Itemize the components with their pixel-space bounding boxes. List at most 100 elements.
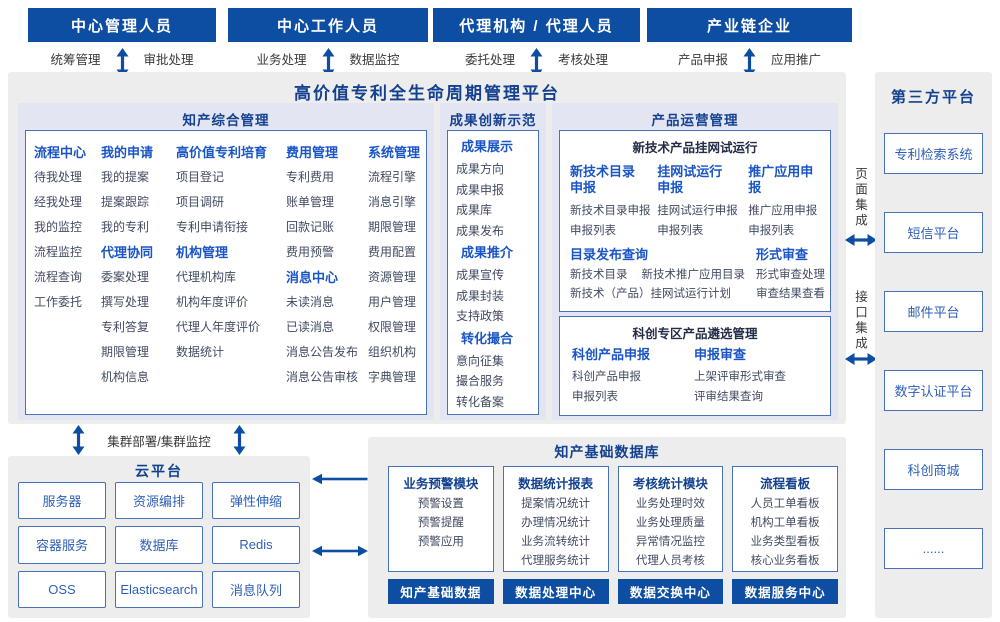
menu-entry: 异常情况监控 [635,536,705,548]
role-label-right: 审批处理 [143,53,194,67]
role-group: 代理机构 / 代理人员 委托处理 考核处理 [433,8,640,78]
subbox-title: 科创专区产品遴选管理 [632,327,758,341]
role-label-right: 应用推广 [771,53,822,67]
menu-entry: 数据统计 [176,345,225,359]
menu-column: 推广应用申报 推广应用申报申报列表 [748,160,826,241]
column-header: 科创产品申报 [572,347,651,362]
role-group: 中心工作人员 业务处理 数据监控 [228,8,428,78]
data-center-bar: 数据处理中心 [502,579,609,604]
third-party-system-box: 邮件平台 [884,291,983,332]
third-party-title: 第三方平台 [890,89,976,106]
menu-entry: 办理情况统计 [521,517,591,529]
menu-column: 我的申请我的提案提案跟踪我的专利代理协同委案处理撰写处理专利答复期限管理机构信息 [101,140,176,414]
menu-entry: 机构信息 [101,370,150,384]
menu-entry: 费用管理 [286,145,339,160]
database-column: 考核统计模块 业务处理时效业务处理质量异常情况监控代理人员考核 数据交换中心 [617,466,724,604]
section-body: 流程中心待我处理经我处理我的监控流程监控流程查询工作委托 我的申请我的提案提案跟… [25,130,427,415]
menu-entry: 成果展示 [461,139,514,154]
database-column: 数据统计报表 提案情况统计办理情况统计业务流转统计代理服务统计 数据处理中心 [502,466,609,604]
column-header: 流程看板 [760,477,811,491]
menu-entry: 成果推介 [461,245,514,260]
menu-entry: 消息公告审核 [286,370,359,384]
data-center-bar: 知产基础数据 [388,579,494,604]
menu-entry: 专利答复 [101,320,150,334]
third-party-items: 专利检索系统短信平台邮件平台数字认证平台科创商城...... [884,133,983,607]
column-items: 上架评审形式审查评审结果查询 [694,367,826,407]
menu-column: 费用管理专利费用账单管理回款记账费用预警消息中心未读消息已读消息消息公告发布消息… [286,140,368,414]
column-items: 科创产品申报申报列表 [572,367,694,407]
column-header: 形式审查 [756,247,809,262]
menu-entry: 我的申请 [101,145,154,160]
group-line: 新技术目录新技术推广应用目录 [570,266,756,285]
menu-entry: 回款记账 [286,220,335,234]
menu-entry: 代理协同 [101,245,154,260]
vertical-double-arrow-icon [233,425,246,455]
role-label-right: 数据监控 [349,53,400,67]
database-columns: 业务预警模块 预警设置预警提醒预警应用 知产基础数据 数据统计报表 提案情况统计… [388,466,838,604]
column-items: 挂网试运行申报申报列表 [657,201,748,241]
cloud-service-box: 资源编排 [115,482,203,520]
column-header: 目录发布查询 [570,247,649,262]
group-line: 审查结果查看 [756,285,826,304]
menu-entry: 字典管理 [368,370,417,384]
page-integration-label: 页面集成 [853,167,867,229]
menu-entry: 组织机构 [368,345,417,359]
menu-entry: 评审结果查询 [694,391,763,403]
group-line: 新技术（产品）挂网试运行计划 [570,285,756,304]
database-column: 业务预警模块 预警设置预警提醒预警应用 知产基础数据 [388,466,494,604]
menu-entry: 科创产品申报 [572,371,641,383]
role-group: 中心管理人员 统筹管理 审批处理 [28,8,216,78]
menu-entry: 高价值专利培育 [176,145,268,160]
subbox-sci-tech-selection: 科创专区产品遴选管理 科创产品申报 科创产品申报申报列表 申报审查 上架评审 [559,316,831,416]
menu-entry: 消息引擎 [368,195,417,209]
role-labels: 委托处理 考核处理 [433,47,640,78]
role-group: 产业链企业 产品申报 应用推广 [647,8,852,78]
menu-entry: 流程中心 [34,145,87,160]
database-module-box: 业务预警模块 预警设置预警提醒预警应用 [388,466,494,572]
column-items: 新技术目录申报申报列表 [570,201,657,241]
menu-entry: 申报列表 [570,225,616,237]
third-party-panel: 第三方平台 专利检索系统短信平台邮件平台数字认证平台科创商城...... [875,72,992,618]
vertical-double-arrow-icon [116,47,129,78]
subbox-new-tech-trial: 新技术产品挂网试运行 新技术目录申报 新技术目录申报申报列表 挂网试运行申报 [559,130,831,312]
section-title: 成果创新示范 [449,113,537,128]
menu-entry: 费用配置 [368,245,417,259]
menu-entry: 预警提醒 [417,517,464,529]
column-items: 推广应用申报申报列表 [748,201,826,241]
section-body: 成果展示成果方向成果申报成果库成果发布成果推介成果宣传成果封装支持政策转化撮合意… [447,130,539,415]
column-header: 考核统计模块 [632,477,708,491]
menu-entry: 形式审查处理 [756,269,825,281]
cloud-service-box: 数据库 [115,526,203,564]
ip-basic-database-panel: 知产基础数据库 业务预警模块 预警设置预警提醒预警应用 知产基础数据 数据统计报… [368,437,846,618]
cluster-label: 集群部署/集群监控 [107,434,211,449]
role-title: 中心工作人员 [228,8,428,42]
group-lines: 新技术目录新技术推广应用目录 新技术（产品）挂网试运行计划 [570,266,756,304]
database-module-box: 考核统计模块 业务处理时效业务处理质量异常情况监控代理人员考核 [617,466,724,572]
menu-entry: 新技术推广应用目录 [641,269,746,281]
column-header: 推广应用申报 [748,164,814,195]
column-header: 新技术目录申报 [570,164,636,195]
data-center-bar: 数据服务中心 [732,579,838,604]
menu-entry: 我的提案 [101,170,150,184]
menu-group: 目录发布查询 新技术目录新技术推广应用目录 新技术（产品）挂网试运行计划 [570,245,756,304]
menu-column: 申报审查 上架评审形式审查评审结果查询 [694,344,826,407]
platform-title: 高价值专利全生命周期管理平台 [294,84,560,103]
menu-entry: 我的专利 [101,220,150,234]
menu-entry: 待我处理 [34,170,83,184]
menu-entry: 推广应用申报 [748,205,818,217]
column-items: 人员工单看板机构工单看板业务类型看板核心业务看板 [733,495,837,571]
menu-entry: 提案跟踪 [101,195,150,209]
menu-entry: 转化撮合 [461,330,514,346]
horizontal-double-arrow-icon [845,233,877,252]
third-party-system-box: 短信平台 [884,212,983,253]
third-party-system-box: ...... [884,528,983,569]
menu-entry: 成果库 [456,203,493,217]
database-module-box: 流程看板 人员工单看板机构工单看板业务类型看板核心业务看板 [732,466,838,572]
role-labels: 统筹管理 审批处理 [28,47,216,78]
menu-entry: 经我处理 [34,195,83,209]
section-title: 产品运营管理 [651,113,739,128]
group-lines: 形式审查处理 审查结果查看 [756,266,826,304]
role-title: 中心管理人员 [28,8,216,42]
column-header: 数据统计报表 [518,477,594,491]
